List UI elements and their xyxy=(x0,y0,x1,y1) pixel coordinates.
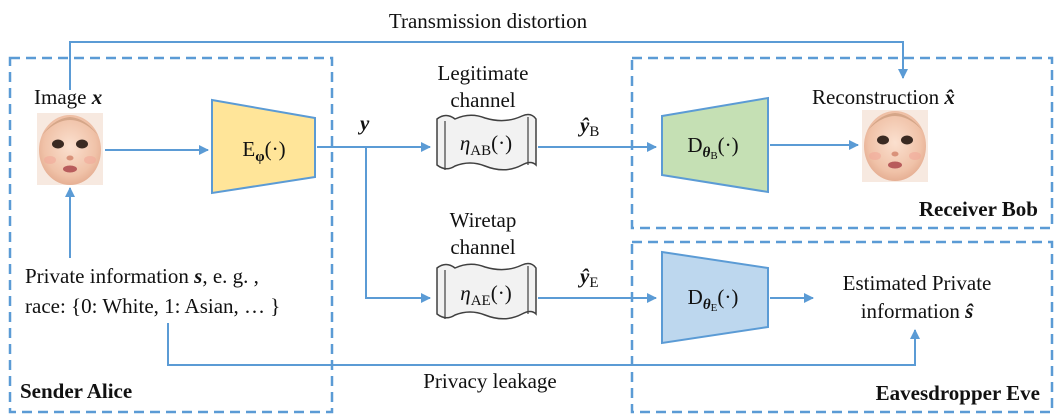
receiver-bob-label: Receiver Bob xyxy=(919,197,1038,221)
decoder-eve-label: DθE(·) xyxy=(688,285,739,314)
legit-channel-block xyxy=(436,113,537,171)
y-hat-bob-label: ŷB xyxy=(577,113,599,140)
privacy-leakage-arrow xyxy=(167,323,920,366)
split-to-wiretap-arrow xyxy=(365,147,431,303)
encoder-block xyxy=(211,98,316,195)
decoder-bob-label: DθB(·) xyxy=(687,133,738,162)
sender-alice-box xyxy=(8,56,334,414)
receiver-bob-box xyxy=(630,56,1054,230)
wiretap-channel-label: ηAE(·) xyxy=(460,281,511,309)
estimate-line1: Estimated Private xyxy=(843,271,992,295)
legit-channel-title-1: Legitimate xyxy=(438,61,529,85)
sender-alice-label: Sender Alice xyxy=(20,379,132,403)
private-info-line1: Private information s, e. g. , xyxy=(25,264,259,288)
legit-channel-label: ηAB(·) xyxy=(460,131,512,159)
wiretap-channel-block xyxy=(436,262,537,320)
reconstructed-face-image xyxy=(862,110,928,182)
decoder-eve-block xyxy=(661,250,769,345)
privacy-leakage-label: Privacy leakage xyxy=(423,369,557,393)
wiretap-channel-title-1: Wiretap xyxy=(450,208,517,232)
encoder-label: Eφ(·) xyxy=(242,137,285,165)
transmission-distortion-arrow xyxy=(69,41,908,90)
eavesdropper-eve-label: Eavesdropper Eve xyxy=(876,381,1040,405)
latent-y-label: y xyxy=(357,111,370,135)
eavesdropper-eve-box xyxy=(630,240,1054,414)
legit-channel-title-2: channel xyxy=(450,88,515,112)
wiretap-channel-title-2: channel xyxy=(450,235,515,259)
image-label: Image x xyxy=(34,85,102,109)
decoder-bob-block xyxy=(661,96,769,194)
reconstruction-label: Reconstruction x̂ xyxy=(812,85,955,109)
estimate-line2: information ŝ xyxy=(861,299,974,323)
transmission-distortion-label: Transmission distortion xyxy=(389,9,588,33)
y-hat-eve-label: ŷE xyxy=(577,264,599,291)
private-info-line2: race: {0: White, 1: Asian, … } xyxy=(25,294,280,318)
input-face-image xyxy=(37,113,103,185)
